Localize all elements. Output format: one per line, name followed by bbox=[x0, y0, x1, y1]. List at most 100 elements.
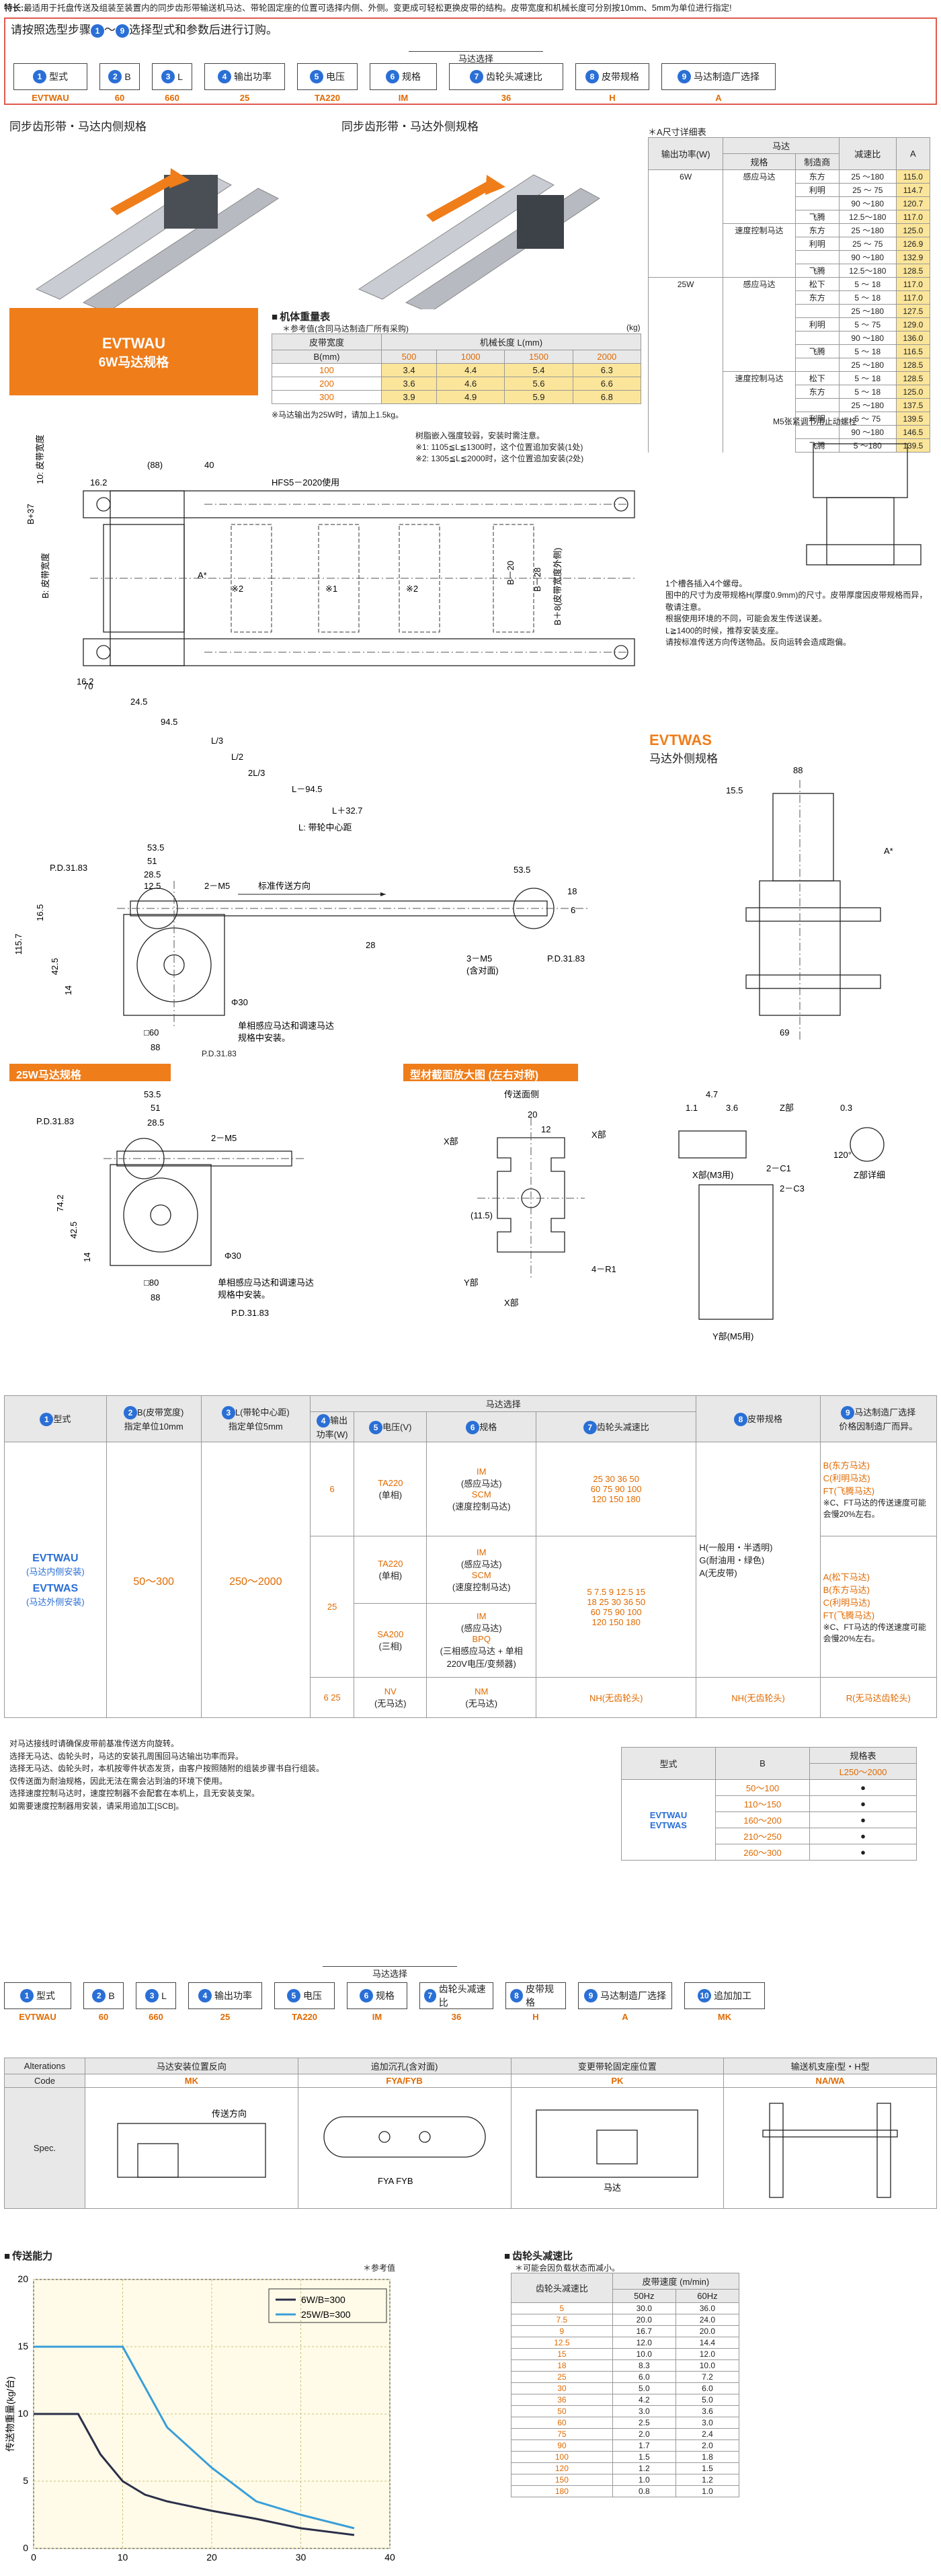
motor-weight-note: ※马达输出为25W时，请加上1.5kg。 bbox=[272, 410, 404, 420]
x-tick-label: 20 bbox=[206, 2552, 217, 2563]
svg-text:12.5: 12.5 bbox=[144, 881, 161, 891]
note2-4: L≧1400的时候，推荐安装支座。 bbox=[665, 625, 784, 635]
step-4-value: 25 bbox=[239, 93, 250, 103]
svg-text:P.D.31.83: P.D.31.83 bbox=[231, 1308, 269, 1318]
dim-70: 70 bbox=[83, 681, 93, 691]
x-tick-label: 0 bbox=[31, 2552, 36, 2563]
svg-text:规格中安装。: 规格中安装。 bbox=[218, 1290, 270, 1300]
svg-text:(含对面): (含对面) bbox=[466, 966, 499, 976]
svg-text:2－M5: 2－M5 bbox=[211, 1133, 237, 1143]
evtwau-sub: 6W马达规格 bbox=[98, 356, 169, 370]
table-row: 160～200● bbox=[622, 1811, 917, 1828]
svg-text:2－C1: 2－C1 bbox=[766, 1163, 791, 1173]
inner-title: 同步齿形带・马达内侧规格 bbox=[9, 120, 147, 133]
mark-2a: ※2 bbox=[231, 584, 243, 594]
side-view: L＋32.7 L: 带轮中心距 53.5 51 28.5 12.5 2－M5 标… bbox=[13, 806, 587, 1052]
svg-text:单相感应马达和调速马达: 单相感应马达和调速马达 bbox=[218, 1278, 314, 1288]
y-tick-label: 0 bbox=[23, 2542, 28, 2553]
capacity-title: 传送能力 bbox=[4, 2249, 52, 2263]
dim-l2: L/2 bbox=[231, 752, 243, 762]
y-axis-label: 传送物重量(kg/台) bbox=[5, 2376, 15, 2452]
svg-text:42.5: 42.5 bbox=[69, 1222, 79, 1239]
x-tick-label: 30 bbox=[296, 2552, 306, 2563]
svg-text:120°: 120° bbox=[833, 1150, 852, 1160]
svg-text:B－20: B－20 bbox=[505, 561, 516, 585]
svg-text:4－R1: 4－R1 bbox=[591, 1264, 616, 1274]
step-2-value: 60 bbox=[98, 2012, 109, 2022]
dim-24-5: 24.5 bbox=[130, 697, 147, 707]
motor-select-label-2: 马达选择 bbox=[323, 1966, 457, 1980]
w25-drawing: 53.5 51 28.5 2－M5 P.D.31.83 Φ30 □80 88 单… bbox=[36, 1089, 314, 1318]
svg-text:16.5: 16.5 bbox=[35, 904, 45, 921]
y-tick-label: 15 bbox=[17, 2341, 28, 2351]
w25-title: 25W马达规格 bbox=[9, 1064, 171, 1081]
step-8-value: H bbox=[532, 2012, 539, 2022]
table-row: 110～150● bbox=[622, 1795, 917, 1812]
inner-top-view: 16.2 (88) 40 HFS5－2020使用 ※2 ※1 ※2 A* 70 … bbox=[26, 434, 635, 794]
a-table-title: ＊A尺寸详细表 bbox=[648, 127, 706, 137]
svg-text:88: 88 bbox=[151, 1292, 160, 1302]
evtwas-title: EVTWAS bbox=[649, 732, 712, 748]
svg-text:(11.5): (11.5) bbox=[470, 1210, 493, 1220]
svg-text:Z部详细: Z部详细 bbox=[854, 1170, 885, 1180]
dim-l-94: L－94.5 bbox=[292, 784, 323, 794]
svg-text:X部: X部 bbox=[504, 1298, 519, 1308]
svg-text:P.D.31.83: P.D.31.83 bbox=[547, 953, 585, 964]
side-pd-bottom: P.D.31.83 bbox=[202, 1049, 237, 1058]
evtwau-banner: EVTWAU 6W马达规格 bbox=[9, 308, 258, 395]
step-2-value: 60 bbox=[114, 93, 125, 103]
feature-line: 特长:最适用于托盘传送及组装至装置内的同步齿形带输送机马达、带轮固定座的位置可选… bbox=[4, 3, 938, 14]
step-5-value: TA220 bbox=[314, 93, 341, 103]
capacity-note: ＊参考值 bbox=[363, 2263, 396, 2273]
svg-text:B＋8(皮带宽度外侧): B＋8(皮带宽度外侧) bbox=[553, 547, 563, 625]
note2-5: 请按标准传送方向传送物品。反向运转会造成跑偏。 bbox=[665, 637, 852, 647]
svg-text:28: 28 bbox=[366, 940, 375, 950]
section-drawing: 传送面侧 20 12 X部 X部 (11.5) 4－R1 Y部 X部 1.1 3… bbox=[444, 1089, 885, 1341]
step-7-value: 36 bbox=[501, 93, 512, 103]
mk-sketch: 传送方向 bbox=[117, 2109, 266, 2178]
svg-text:0.3: 0.3 bbox=[840, 1103, 852, 1113]
step-1-value: EVTWAU bbox=[19, 2012, 56, 2022]
notes3: 对马达接线时请确保皮带前基准传送方向旋转。 选择无马达、齿轮头时，马达的安装孔周… bbox=[9, 1739, 325, 1811]
svg-text:88: 88 bbox=[151, 1042, 160, 1052]
svg-text:53.5: 53.5 bbox=[514, 865, 530, 875]
y-tick-label: 5 bbox=[23, 2475, 28, 2486]
svg-text:2－M5: 2－M5 bbox=[204, 881, 230, 891]
dim-16-2: 16.2 bbox=[90, 477, 107, 487]
step-4-value: 25 bbox=[220, 2012, 231, 2022]
svg-text:3－M5: 3－M5 bbox=[466, 953, 492, 964]
feature-label: 特长: bbox=[4, 3, 24, 13]
svg-text:115.7: 115.7 bbox=[13, 933, 24, 955]
step-6-value: IM bbox=[398, 93, 409, 103]
dim-40: 40 bbox=[204, 460, 214, 470]
x-tick-label: 40 bbox=[384, 2552, 395, 2563]
svg-text:42.5: 42.5 bbox=[50, 958, 60, 975]
speed-note: ＊可能会因负载状态而减小。 bbox=[515, 2263, 620, 2273]
